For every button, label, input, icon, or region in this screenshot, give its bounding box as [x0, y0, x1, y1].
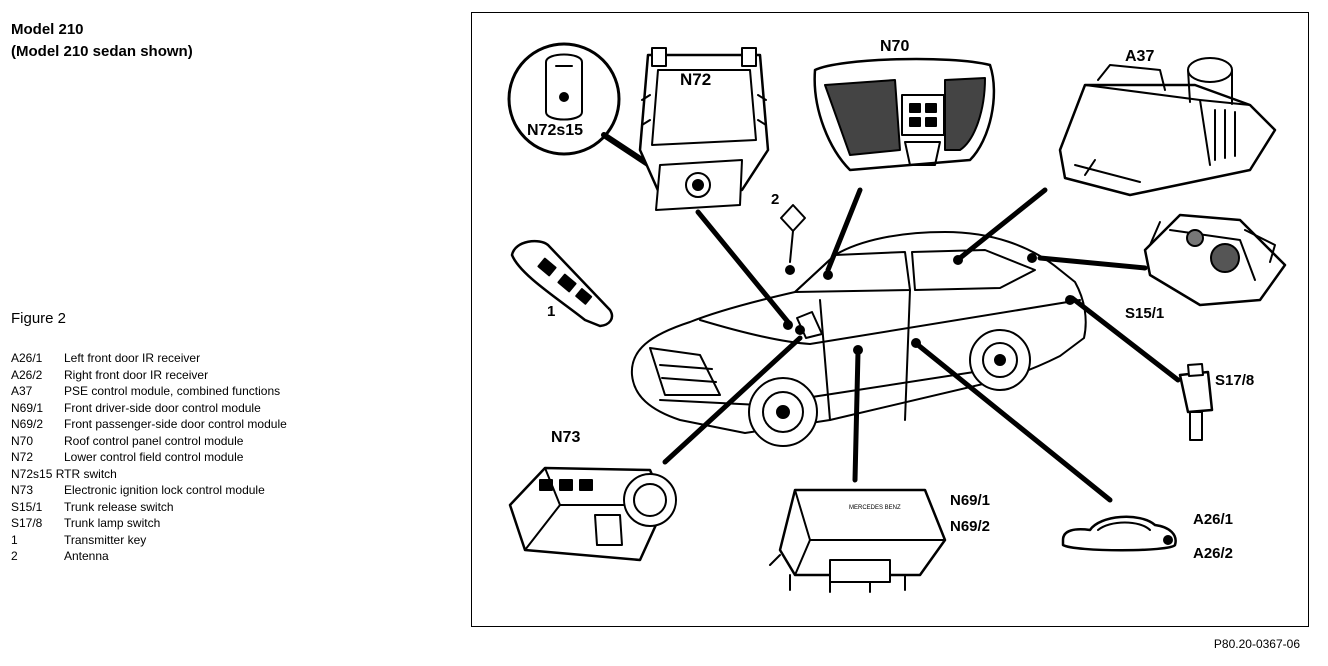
callout-n72: N72 — [680, 70, 712, 89]
legend-item: 1 Transmitter key — [11, 532, 287, 549]
diagram-panel — [471, 12, 1309, 627]
legend-code: 1 — [11, 532, 18, 547]
legend-item: N72 Lower control field control module — [11, 449, 287, 466]
callout-n69-1: N69/1 — [950, 492, 991, 509]
callout-n69-2: N69/2 — [950, 518, 991, 535]
callout-key: 1 — [547, 303, 556, 320]
legend-item: N69/1 Front driver-side door control modu… — [11, 400, 287, 417]
n70-roof-panel — [813, 57, 996, 172]
legend-code: S15/1 — [11, 499, 43, 514]
legend-desc: PSE control module, combined functions — [64, 384, 281, 398]
a37-pse-module — [1058, 57, 1277, 197]
callout-antenna: 2 — [771, 191, 780, 208]
legend-item: S17/8 Trunk lamp switch — [11, 515, 287, 532]
legend-desc: Front passenger-side door control module — [64, 417, 287, 431]
callout-s17-8: S17/8 — [1215, 372, 1255, 389]
legend-item: S15/1 Trunk release switch — [11, 499, 287, 516]
legend-desc: Lower control field control module — [64, 450, 244, 464]
legend-code: N72s15 — [11, 466, 53, 481]
callout-n70: N70 — [880, 38, 910, 55]
a26-door-handle — [1061, 515, 1177, 552]
legend-code: N72 — [11, 450, 34, 464]
callout-a26-1: A26/1 — [1193, 511, 1234, 528]
callout-n73: N73 — [551, 429, 581, 446]
legend-desc: Roof control panel control module — [64, 433, 244, 448]
legend-item: A37 PSE control module, combined function… — [11, 383, 287, 400]
legend-desc: Trunk release switch — [64, 499, 174, 514]
legend-desc: Electronic ignition lock control module — [64, 483, 265, 497]
callout-a26-2: A26/2 — [1193, 545, 1234, 562]
n69-door-module — [769, 488, 947, 593]
legend-code: N69/2 — [11, 417, 44, 431]
s17-8-lamp-switch — [1178, 363, 1214, 441]
legend-code: A26/1 — [11, 351, 43, 365]
n72-module — [638, 47, 770, 211]
legend-item: N69/2 Front passenger-side door control m… — [11, 416, 287, 433]
transmitter-key — [510, 239, 614, 328]
callout-a37: A37 — [1125, 48, 1155, 65]
callout-s15-1: S15/1 — [1125, 305, 1165, 322]
legend-code: A26/2 — [11, 367, 43, 382]
leader-dots — [783, 253, 1075, 355]
legend-list: A26/1 Left front door IR receiver A26/2 Ri… — [11, 350, 287, 565]
legend-code: N70 — [11, 433, 34, 448]
legend-desc: Left front door IR receiver — [64, 351, 201, 365]
leader-lines — [662, 187, 1181, 503]
legend-code: N73 — [11, 483, 34, 497]
legend-desc: Antenna — [64, 549, 109, 563]
figure-label: Figure 2 — [11, 310, 67, 327]
legend-desc: Trunk lamp switch — [64, 516, 161, 530]
legend-item: N73 Electronic ignition lock control modu… — [11, 482, 287, 499]
legend-item: N72s15 RTR switch — [11, 466, 287, 483]
module-stamp: MERCEDES BENZ — [849, 505, 901, 511]
antenna-symbol — [780, 204, 806, 263]
legend-code: A37 — [11, 384, 33, 398]
legend-desc: Transmitter key — [64, 532, 147, 547]
legend-item: N70 Roof control panel control module — [11, 433, 287, 450]
legend-item: 2 Antenna — [11, 548, 287, 565]
reference-code: P80.20-0367-06 — [1213, 637, 1300, 651]
legend-code: N69/1 — [11, 400, 44, 415]
s15-1-trunk-switch — [1143, 213, 1287, 307]
model-title: Model 210 — [11, 21, 84, 38]
callout-n72s15: N72s15 — [527, 122, 584, 139]
model-subtitle: (Model 210 sedan shown) — [11, 43, 193, 60]
legend-item: A26/2 Right front door IR receiver — [11, 367, 287, 384]
legend-code: 2 — [11, 549, 18, 563]
legend-item: A26/1 Left front door IR receiver — [11, 350, 287, 367]
n72s15-switch — [507, 42, 663, 175]
legend-desc: Right front door IR receiver — [64, 367, 209, 382]
legend-code: S17/8 — [11, 516, 43, 530]
legend-desc: RTR switch — [55, 466, 117, 481]
legend-desc: Front driver-side door control module — [64, 400, 261, 415]
n73-ignition-module — [508, 466, 677, 562]
